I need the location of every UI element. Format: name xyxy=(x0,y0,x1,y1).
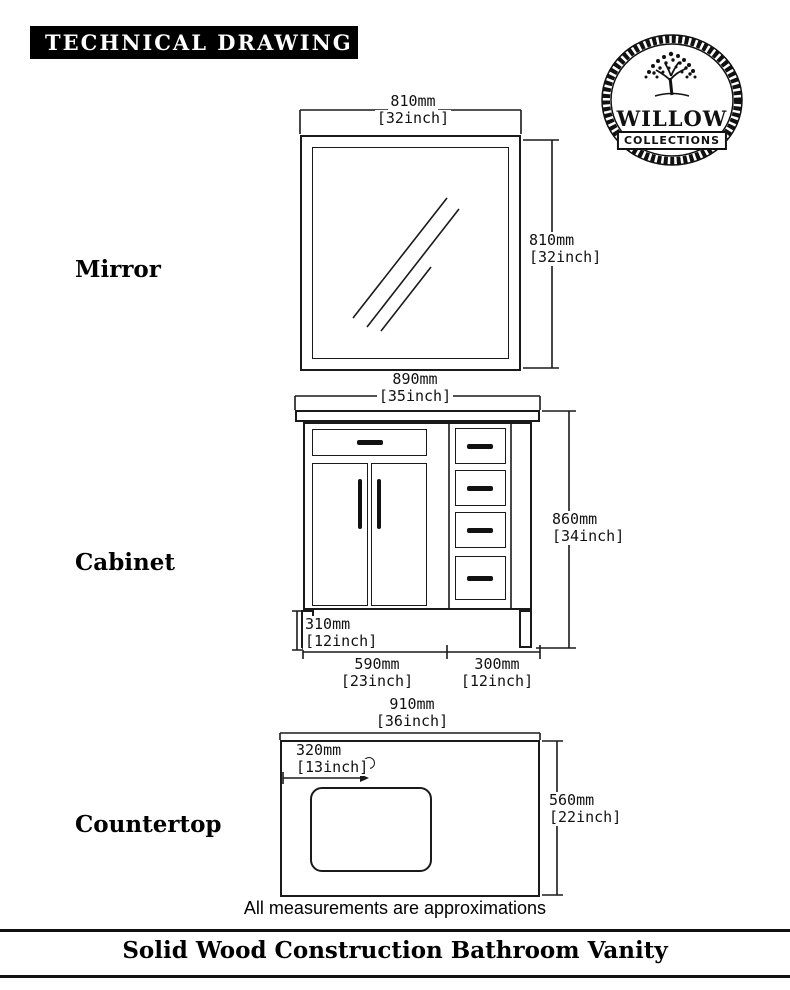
dim-inch: [22inch] xyxy=(547,808,624,826)
side-drawer-1-handle xyxy=(467,444,493,449)
dim-mm: 810mm xyxy=(527,231,577,249)
dim-mm: 320mm xyxy=(294,741,344,759)
dim-mm: 810mm xyxy=(388,92,438,110)
dim-mm: 910mm xyxy=(387,695,437,713)
mirror-height-dim: 810mm [32inch] xyxy=(527,232,611,266)
mirror-width-dim: 810mm [32inch] xyxy=(368,93,458,127)
right-door-handle xyxy=(377,479,381,529)
dim-mm: 560mm xyxy=(547,791,597,809)
page-title: TECHNICAL DRAWING xyxy=(30,26,358,59)
faucet-offset-dim: 320mm [13inch] xyxy=(294,742,372,776)
dim-inch: [23inch] xyxy=(338,672,416,690)
side-drawer-2-handle xyxy=(467,486,493,491)
cabinet-label: Cabinet xyxy=(75,549,176,576)
footer-rule-top xyxy=(0,929,790,932)
cabinet-drawers-dim: 300mm [12inch] xyxy=(452,656,542,690)
dim-inch: [35inch] xyxy=(376,387,454,405)
countertop-width-dimension-line xyxy=(279,732,541,740)
dim-mm: 890mm xyxy=(390,370,440,388)
cabinet-top xyxy=(295,410,540,422)
brand-name: WILLOW xyxy=(616,106,728,131)
side-drawer-3-handle xyxy=(467,528,493,533)
cabinet-leg-dim: 310mm [12inch] xyxy=(303,615,380,650)
cabinet-leg-right xyxy=(519,610,532,648)
rope-ring xyxy=(602,35,742,165)
dim-mm: 590mm xyxy=(352,655,402,673)
left-door-handle xyxy=(358,479,362,529)
mirror-label: Mirror xyxy=(75,256,161,283)
sink-cutout xyxy=(310,787,432,872)
cabinet-width-dim: 890mm [35inch] xyxy=(370,371,460,405)
countertop-depth-dim: 560mm [22inch] xyxy=(547,792,631,826)
dim-mm: 860mm xyxy=(550,510,600,528)
logo-graphic xyxy=(601,34,743,166)
footer-rule-bottom xyxy=(0,975,790,978)
dim-inch: [32inch] xyxy=(527,248,604,266)
dim-inch: [12inch] xyxy=(303,632,380,650)
dim-inch: [32inch] xyxy=(374,109,452,127)
rope-ring-inner xyxy=(610,43,734,157)
dim-mm: 300mm xyxy=(472,655,522,673)
product-title: Solid Wood Construction Bathroom Vanity xyxy=(122,937,668,964)
dim-inch: [36inch] xyxy=(373,712,451,730)
countertop-label: Countertop xyxy=(75,811,222,838)
dim-inch: [13inch] xyxy=(294,758,371,776)
dim-mm: 310mm xyxy=(303,615,353,633)
brand-subname: COLLECTIONS xyxy=(616,131,728,150)
side-drawer-4-handle xyxy=(467,576,493,581)
countertop-width-dim: 910mm [36inch] xyxy=(367,696,457,730)
measurements-note: All measurements are approximations xyxy=(243,898,547,918)
willow-tree-icon xyxy=(644,51,697,97)
cabinet-height-dim: 860mm [34inch] xyxy=(550,511,634,545)
top-drawer-handle xyxy=(357,440,383,445)
mirror-glass xyxy=(312,147,509,359)
cabinet-doors-dim: 590mm [23inch] xyxy=(332,656,422,690)
brand-logo: WILLOW COLLECTIONS xyxy=(599,32,745,168)
dim-inch: [12inch] xyxy=(458,672,536,690)
dim-inch: [34inch] xyxy=(550,527,627,545)
